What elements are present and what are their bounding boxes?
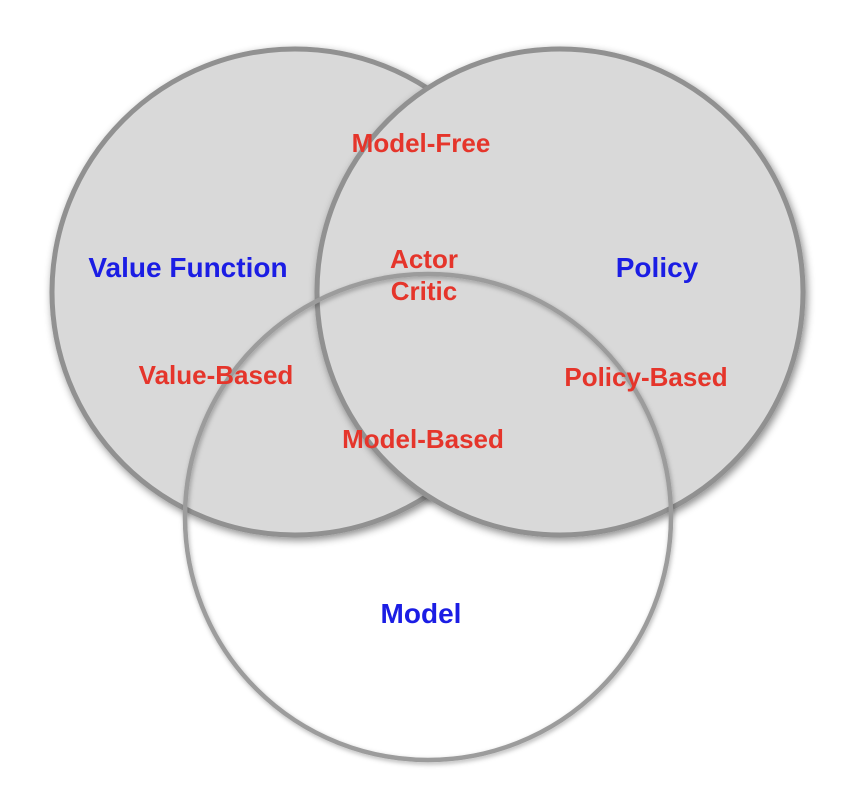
label-critic: Critic: [390, 276, 458, 306]
label-actor: Actor: [390, 244, 458, 274]
policy-circle: [314, 46, 806, 538]
label-model: Model: [380, 598, 462, 629]
label-value-function: Value Function: [88, 252, 288, 283]
label-value-based: Value-Based: [138, 360, 294, 390]
label-model-free: Model-Free: [351, 128, 491, 158]
label-model-based: Model-Based: [342, 424, 504, 454]
model-circle: [182, 271, 674, 763]
label-policy: Policy: [615, 252, 699, 283]
label-policy-based: Policy-Based: [564, 362, 728, 392]
